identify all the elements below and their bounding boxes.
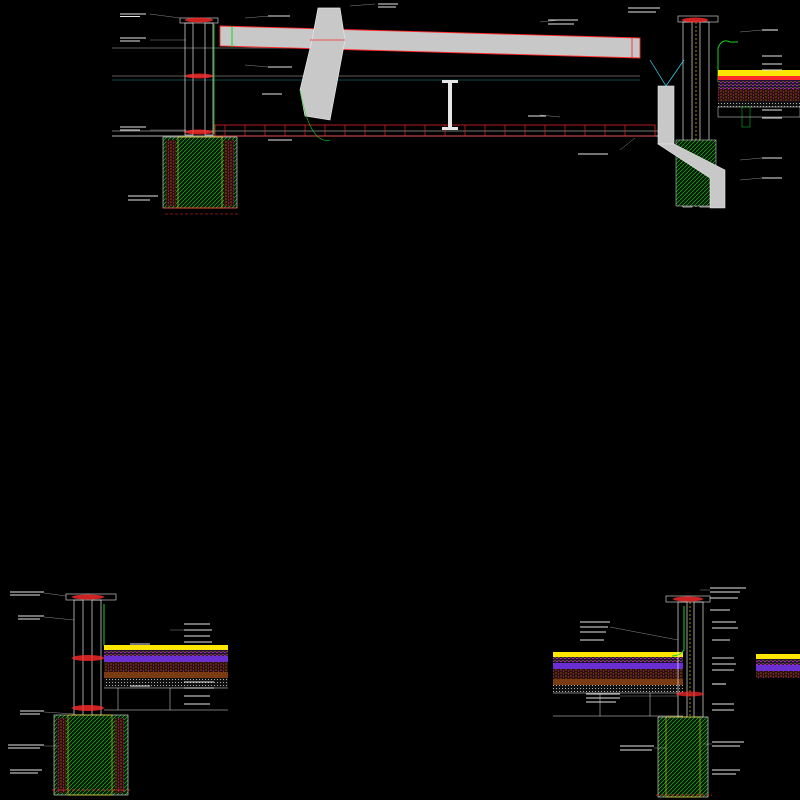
sloped-duct (219, 25, 641, 59)
bottom-left-roof-layers (104, 645, 228, 711)
i-beam-centre (442, 80, 458, 130)
right-drain-pipe (649, 59, 726, 209)
top-label-stubs (120, 3, 782, 201)
left-column (179, 17, 219, 136)
bottom-left-detail (8, 591, 228, 796)
bottom-right-label-stubs (580, 587, 746, 775)
bottom-left-label-stubs (8, 591, 214, 774)
bottom-left-foundation (52, 714, 132, 796)
bottom-right-edge-strip (756, 654, 800, 678)
left-foundation (162, 136, 240, 215)
vertical-duct (299, 7, 346, 141)
top-section-detail (112, 3, 800, 215)
bottom-right-roof-layers (553, 652, 683, 717)
floor-slab-ticks (224, 125, 626, 136)
right-roof-parapet (717, 40, 800, 128)
bottom-right-foundation (656, 716, 712, 798)
top-leader-lines (149, 3, 763, 181)
bottom-right-detail (553, 587, 800, 798)
